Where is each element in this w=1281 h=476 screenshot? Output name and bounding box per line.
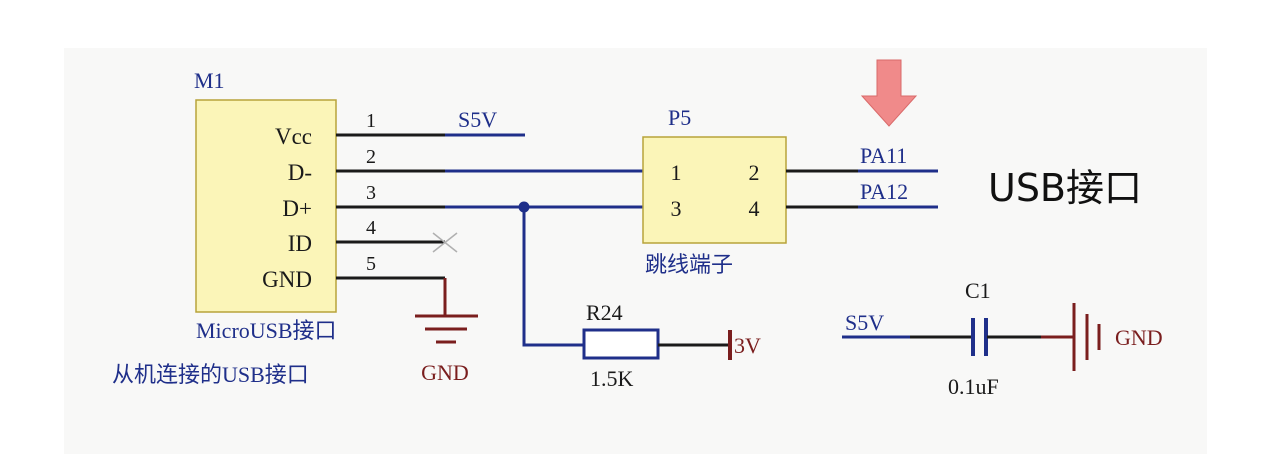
pa11-label: PA11: [860, 143, 907, 168]
p5-pin-3: 3: [671, 196, 682, 221]
m1-pin-name-gnd: GND: [262, 267, 312, 292]
p5-caption: 跳线端子: [645, 252, 733, 277]
m1-pin-name-id: ID: [288, 231, 312, 256]
m1-caption-microusb: MicroUSB接口: [196, 318, 337, 343]
m1-pin-number-1: 1: [366, 110, 376, 132]
r24-value: 1.5K: [590, 366, 634, 391]
down-arrow-icon: [860, 59, 918, 127]
gnd-m1-label: GND: [421, 360, 469, 385]
m1-pin-number-4: 4: [366, 217, 376, 239]
ground-symbol-icon: [415, 278, 478, 344]
m1-pin-name-dminus: D-: [288, 160, 312, 185]
m1-pin-number-2: 2: [366, 146, 376, 168]
p5-component: P5 1 2 3 4 跳线端子: [642, 105, 787, 277]
p5-pin-4: 4: [749, 196, 760, 221]
ground-symbol-right-icon: [1072, 303, 1101, 371]
m1-pin-name-dplus: D+: [282, 196, 312, 221]
r24-designator: R24: [586, 300, 623, 325]
gnd-right-label: GND: [1115, 325, 1163, 350]
m1-pin-name-vcc: Vcc: [275, 124, 312, 149]
usb-interface-title: USB接口: [988, 166, 1142, 210]
v3-label: 3V: [734, 333, 761, 358]
no-connect-icon: [432, 232, 458, 253]
m1-caption-slave-usb: 从机连接的USB接口: [112, 362, 309, 387]
p5-pin-2: 2: [749, 160, 760, 185]
r24-component: R24 1.5K: [582, 300, 660, 391]
s5v-top-label: S5V: [458, 107, 497, 132]
m1-pin-number-3: 3: [366, 182, 376, 204]
c1-component: C1 0.1uF: [948, 278, 999, 399]
m1-designator: M1: [194, 68, 225, 93]
p5-body: [642, 136, 787, 244]
r24-body: [582, 328, 660, 360]
c1-value: 0.1uF: [948, 374, 999, 399]
p5-pin-1: 1: [671, 160, 682, 185]
pa12-label: PA12: [860, 179, 908, 204]
pullup-wire: [522, 207, 584, 347]
s5v-right-label: S5V: [845, 310, 884, 335]
m1-component: M1 Vcc D- D+ ID GND 1 2 3 4 5 MicroUSB接口…: [112, 68, 376, 387]
p5-designator: P5: [668, 105, 691, 130]
m1-body: [195, 99, 337, 313]
m1-pin-number-5: 5: [366, 253, 376, 275]
c1-designator: C1: [965, 278, 991, 303]
